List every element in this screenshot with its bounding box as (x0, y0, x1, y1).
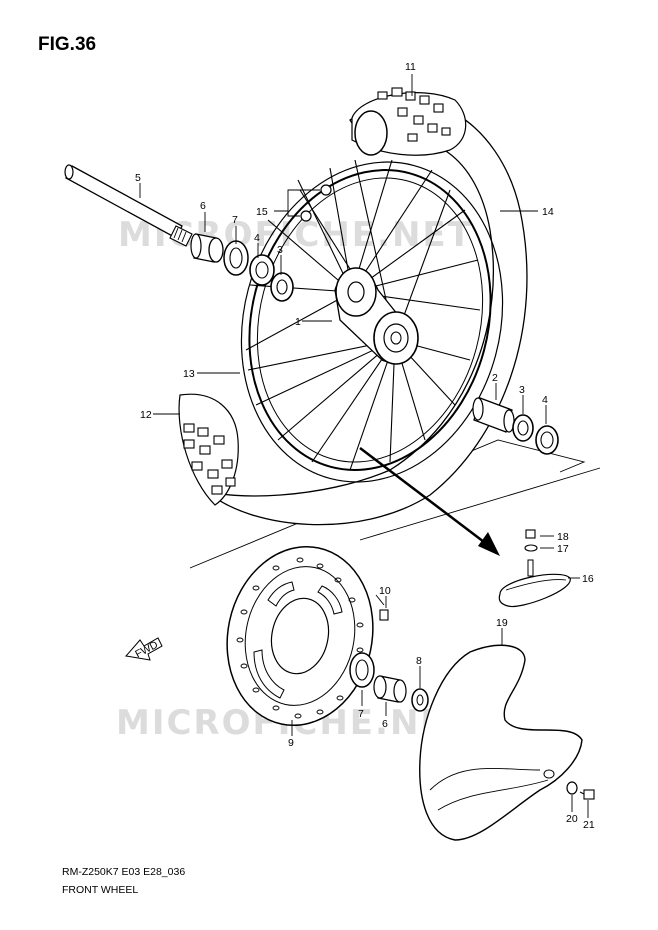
callout-11: 11 (405, 61, 416, 73)
model-code: RM-Z250K7 E03 E28_036 (62, 866, 186, 878)
callout-10: 10 (379, 585, 391, 597)
direction-arrow (359, 447, 500, 556)
bearing-left-4 (249, 254, 275, 286)
callout-3-left: 3 (277, 244, 283, 256)
callout-7-upper: 7 (232, 214, 238, 226)
callout-14: 14 (542, 206, 554, 218)
callout-8: 8 (416, 655, 422, 667)
figure-subtitle: FRONT WHEEL (62, 884, 139, 896)
oil-seal-lower (349, 652, 375, 688)
callout-4-right: 4 (542, 394, 548, 406)
callout-7-lower: 7 (358, 708, 364, 720)
disc-cover (419, 644, 583, 841)
bearing-right-3 (512, 414, 534, 442)
callout-4-left: 4 (254, 232, 260, 244)
callout-21: 21 (583, 819, 595, 831)
callout-6-upper: 6 (200, 200, 206, 212)
valve-washer (524, 544, 538, 552)
callout-17: 17 (557, 543, 569, 555)
callout-numbers: 1 2 3 3 4 4 5 6 6 7 7 8 9 10 11 12 13 14… (135, 61, 595, 831)
bearing-left-3 (270, 272, 294, 302)
oil-seal-left (223, 240, 249, 276)
balance-plugs (300, 184, 332, 222)
fwd-arrow: FWD (125, 637, 163, 661)
callout-13: 13 (183, 368, 195, 380)
callout-15: 15 (256, 206, 268, 218)
callout-6-lower: 6 (382, 718, 388, 730)
callout-5: 5 (135, 172, 141, 184)
rim (240, 161, 504, 483)
callout-20: 20 (566, 813, 578, 825)
figure-title: FIG.36 (38, 34, 97, 55)
axle (64, 164, 193, 247)
callout-16: 16 (582, 573, 594, 585)
bearing-lower (411, 688, 429, 712)
tire (178, 87, 528, 526)
callout-12: 12 (140, 409, 152, 421)
brake-disc (226, 545, 374, 727)
washer-20 (566, 781, 578, 795)
callout-3-right: 3 (519, 384, 525, 396)
hub (334, 267, 419, 365)
spacer-right (472, 397, 515, 433)
callout-2: 2 (492, 372, 498, 384)
spacer-lower (373, 675, 407, 703)
callout-19: 19 (496, 617, 508, 629)
inner-tube (498, 559, 571, 608)
bolt-21 (579, 789, 595, 800)
leader-lines (139, 74, 589, 818)
callout-9: 9 (288, 737, 294, 749)
spacer-left (190, 233, 224, 263)
callout-1: 1 (295, 316, 301, 328)
disc-bolt (375, 594, 389, 621)
oil-seal-right (535, 425, 559, 455)
valve-nut (525, 529, 536, 539)
callout-18: 18 (557, 531, 569, 543)
